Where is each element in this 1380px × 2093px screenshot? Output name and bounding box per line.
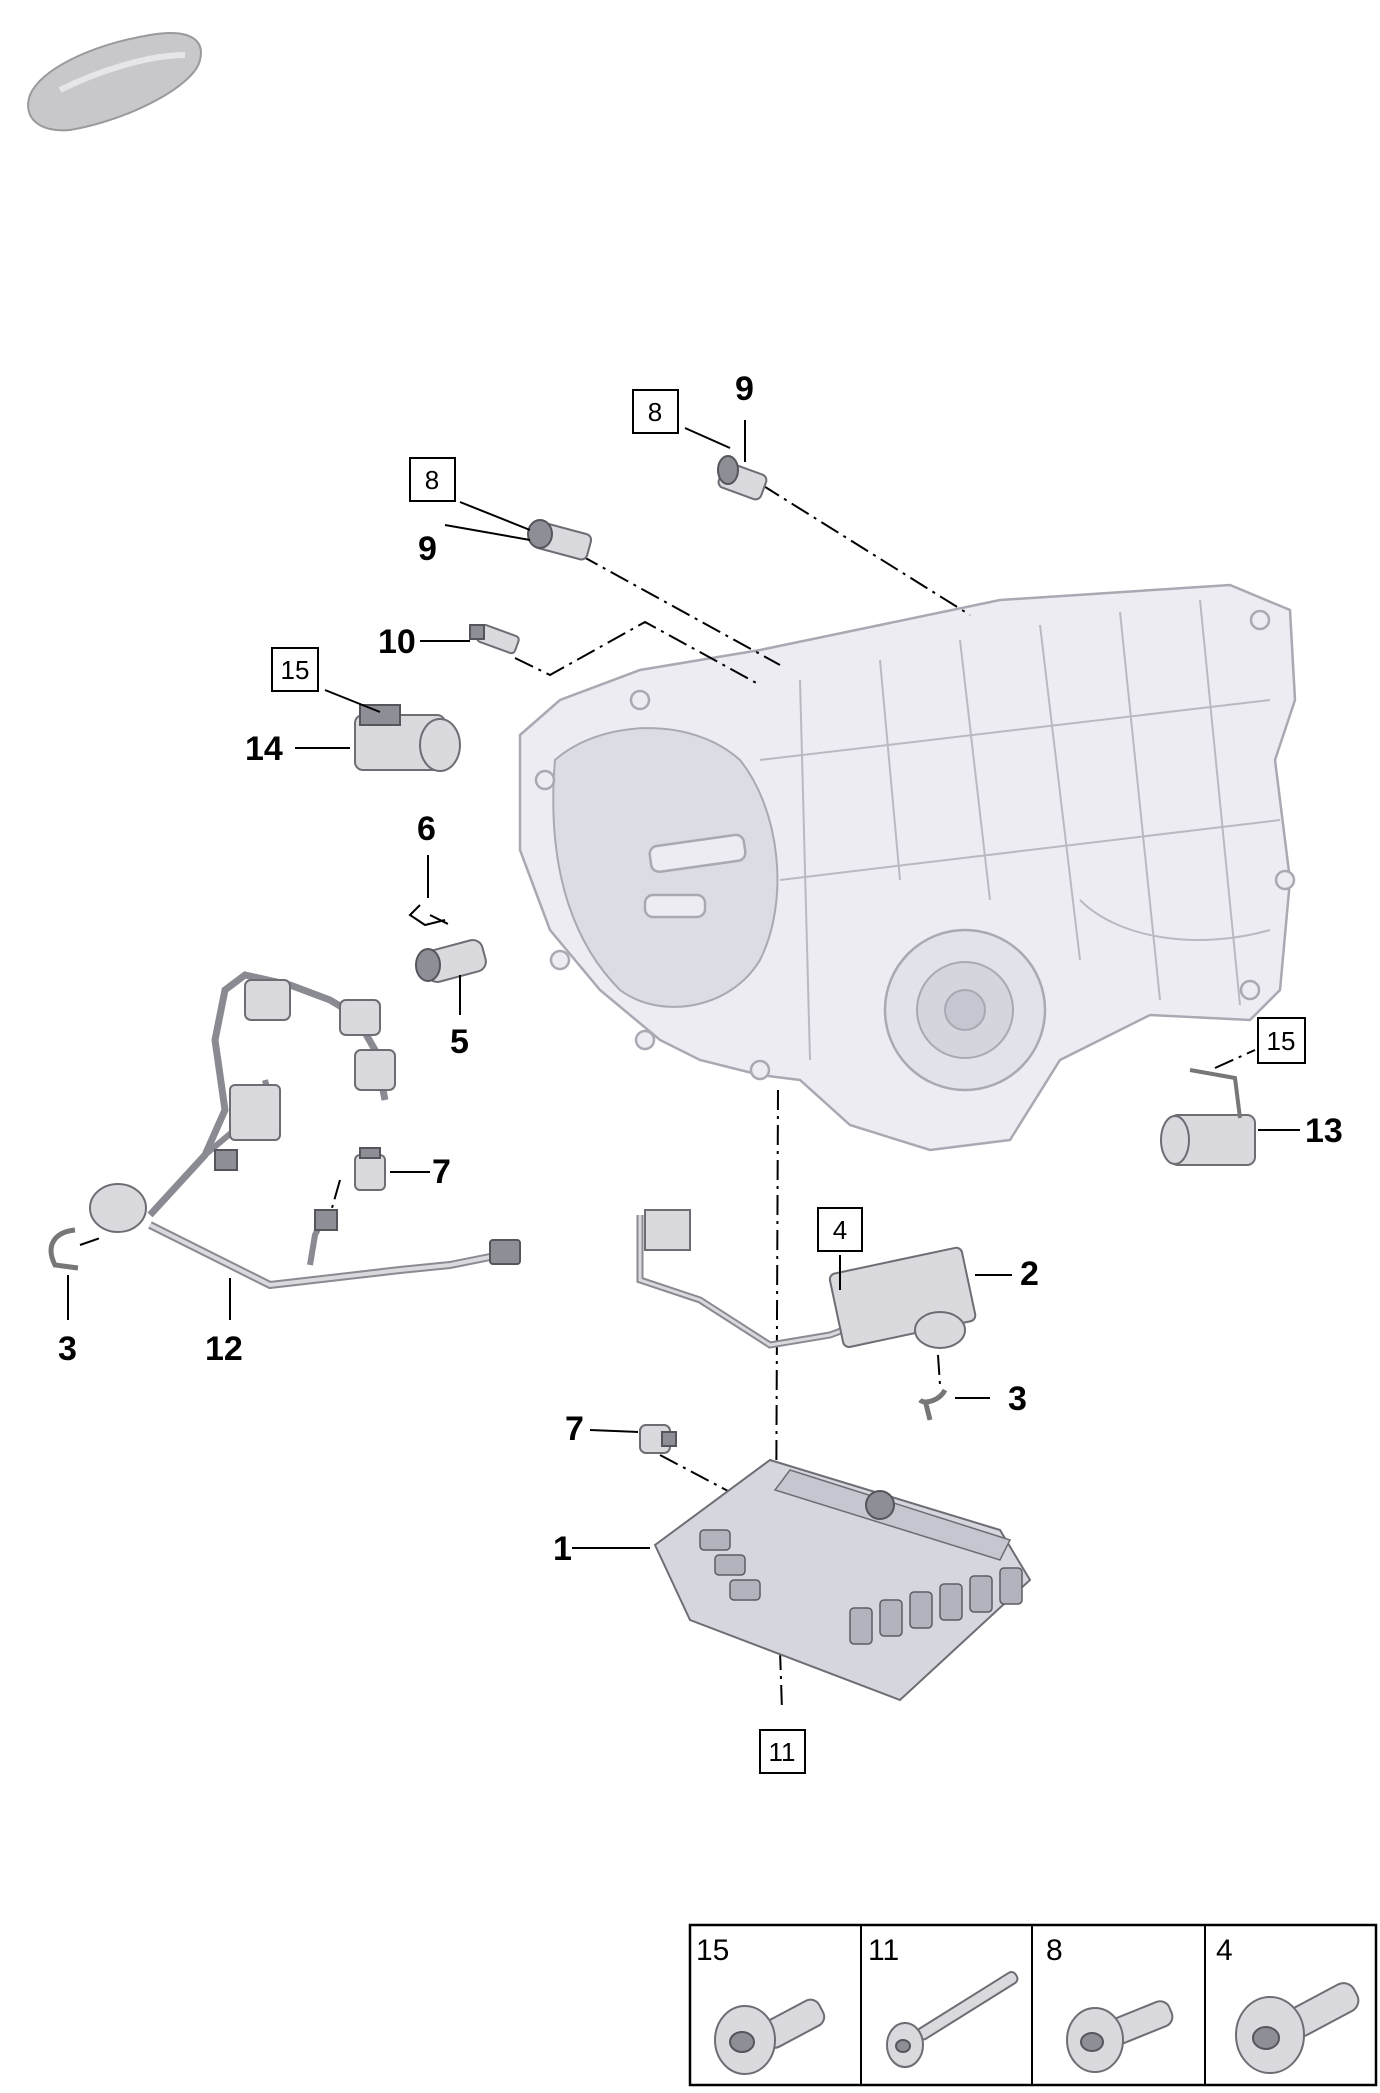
svg-text:15: 15 (281, 655, 310, 685)
callout-1: 1 (553, 1530, 572, 1568)
legend-cell-11: 11 (868, 1934, 1019, 2068)
callout-9-lower: 9 (418, 530, 437, 568)
wiring-harness-12 (89, 971, 521, 1290)
svg-text:11: 11 (868, 1934, 899, 1967)
svg-text:15: 15 (1267, 1026, 1296, 1056)
svg-text:4: 4 (833, 1215, 847, 1245)
car-thumbnail-icon (27, 32, 202, 132)
svg-text:8: 8 (648, 397, 662, 427)
callout-5: 5 (450, 1023, 469, 1061)
bolt-9-lower (527, 519, 593, 561)
sensor-10 (469, 623, 520, 655)
sensor-13 (1160, 1068, 1256, 1166)
callout-10: 10 (378, 623, 416, 661)
valve-body-1 (653, 1458, 1032, 1702)
clip-6 (408, 904, 446, 927)
boxed-callout-8-upper: 8 (632, 389, 679, 434)
pressure-sensor-7-upper (354, 1147, 386, 1191)
svg-text:8: 8 (1046, 1934, 1063, 1967)
svg-text:11: 11 (769, 1737, 796, 1767)
sensor-14 (354, 704, 461, 772)
boxed-callout-15-lower: 15 (1257, 1017, 1306, 1064)
fastener-legend: 15 11 8 4 (688, 1923, 1378, 2087)
svg-text:15: 15 (696, 1934, 729, 1967)
bolt-9-upper (717, 455, 768, 501)
callout-14: 14 (245, 730, 283, 768)
callout-3-right: 3 (1008, 1380, 1027, 1418)
clip-3-right (918, 1388, 948, 1421)
boxed-callout-4: 4 (817, 1207, 863, 1252)
legend-cell-8: 8 (1046, 1934, 1174, 2073)
callout-9-upper: 9 (735, 370, 754, 408)
callout-7-lower: 7 (565, 1410, 584, 1448)
legend-cell-4: 4 (1216, 1934, 1360, 2074)
callout-3-left: 3 (58, 1330, 77, 1368)
clip-3-left (48, 1227, 79, 1271)
flange-bolt-icon (1235, 1982, 1360, 2074)
legend-cell-15: 15 (696, 1934, 826, 2075)
long-bolt-icon (886, 1971, 1019, 2068)
callout-13: 13 (1305, 1112, 1343, 1150)
boxed-callout-15-upper: 15 (271, 647, 319, 692)
flange-bolt-icon (714, 1998, 826, 2075)
boxed-callout-11: 11 (759, 1729, 806, 1774)
boxed-callout-8-lower: 8 (409, 457, 456, 502)
pressure-sensor-7-lower (639, 1424, 677, 1454)
leader-lines (67, 420, 1300, 1549)
svg-text:4: 4 (1216, 1934, 1233, 1967)
wiring-harness-2 (636, 1209, 977, 1349)
transmission-housing (518, 583, 1297, 1152)
svg-text:8: 8 (425, 465, 439, 495)
flange-bolt-icon (1066, 2000, 1174, 2073)
callout-12: 12 (205, 1330, 243, 1368)
solenoid-5 (415, 939, 487, 983)
callout-7-upper: 7 (432, 1153, 451, 1191)
callout-2: 2 (1020, 1255, 1039, 1293)
callout-6: 6 (417, 810, 436, 848)
